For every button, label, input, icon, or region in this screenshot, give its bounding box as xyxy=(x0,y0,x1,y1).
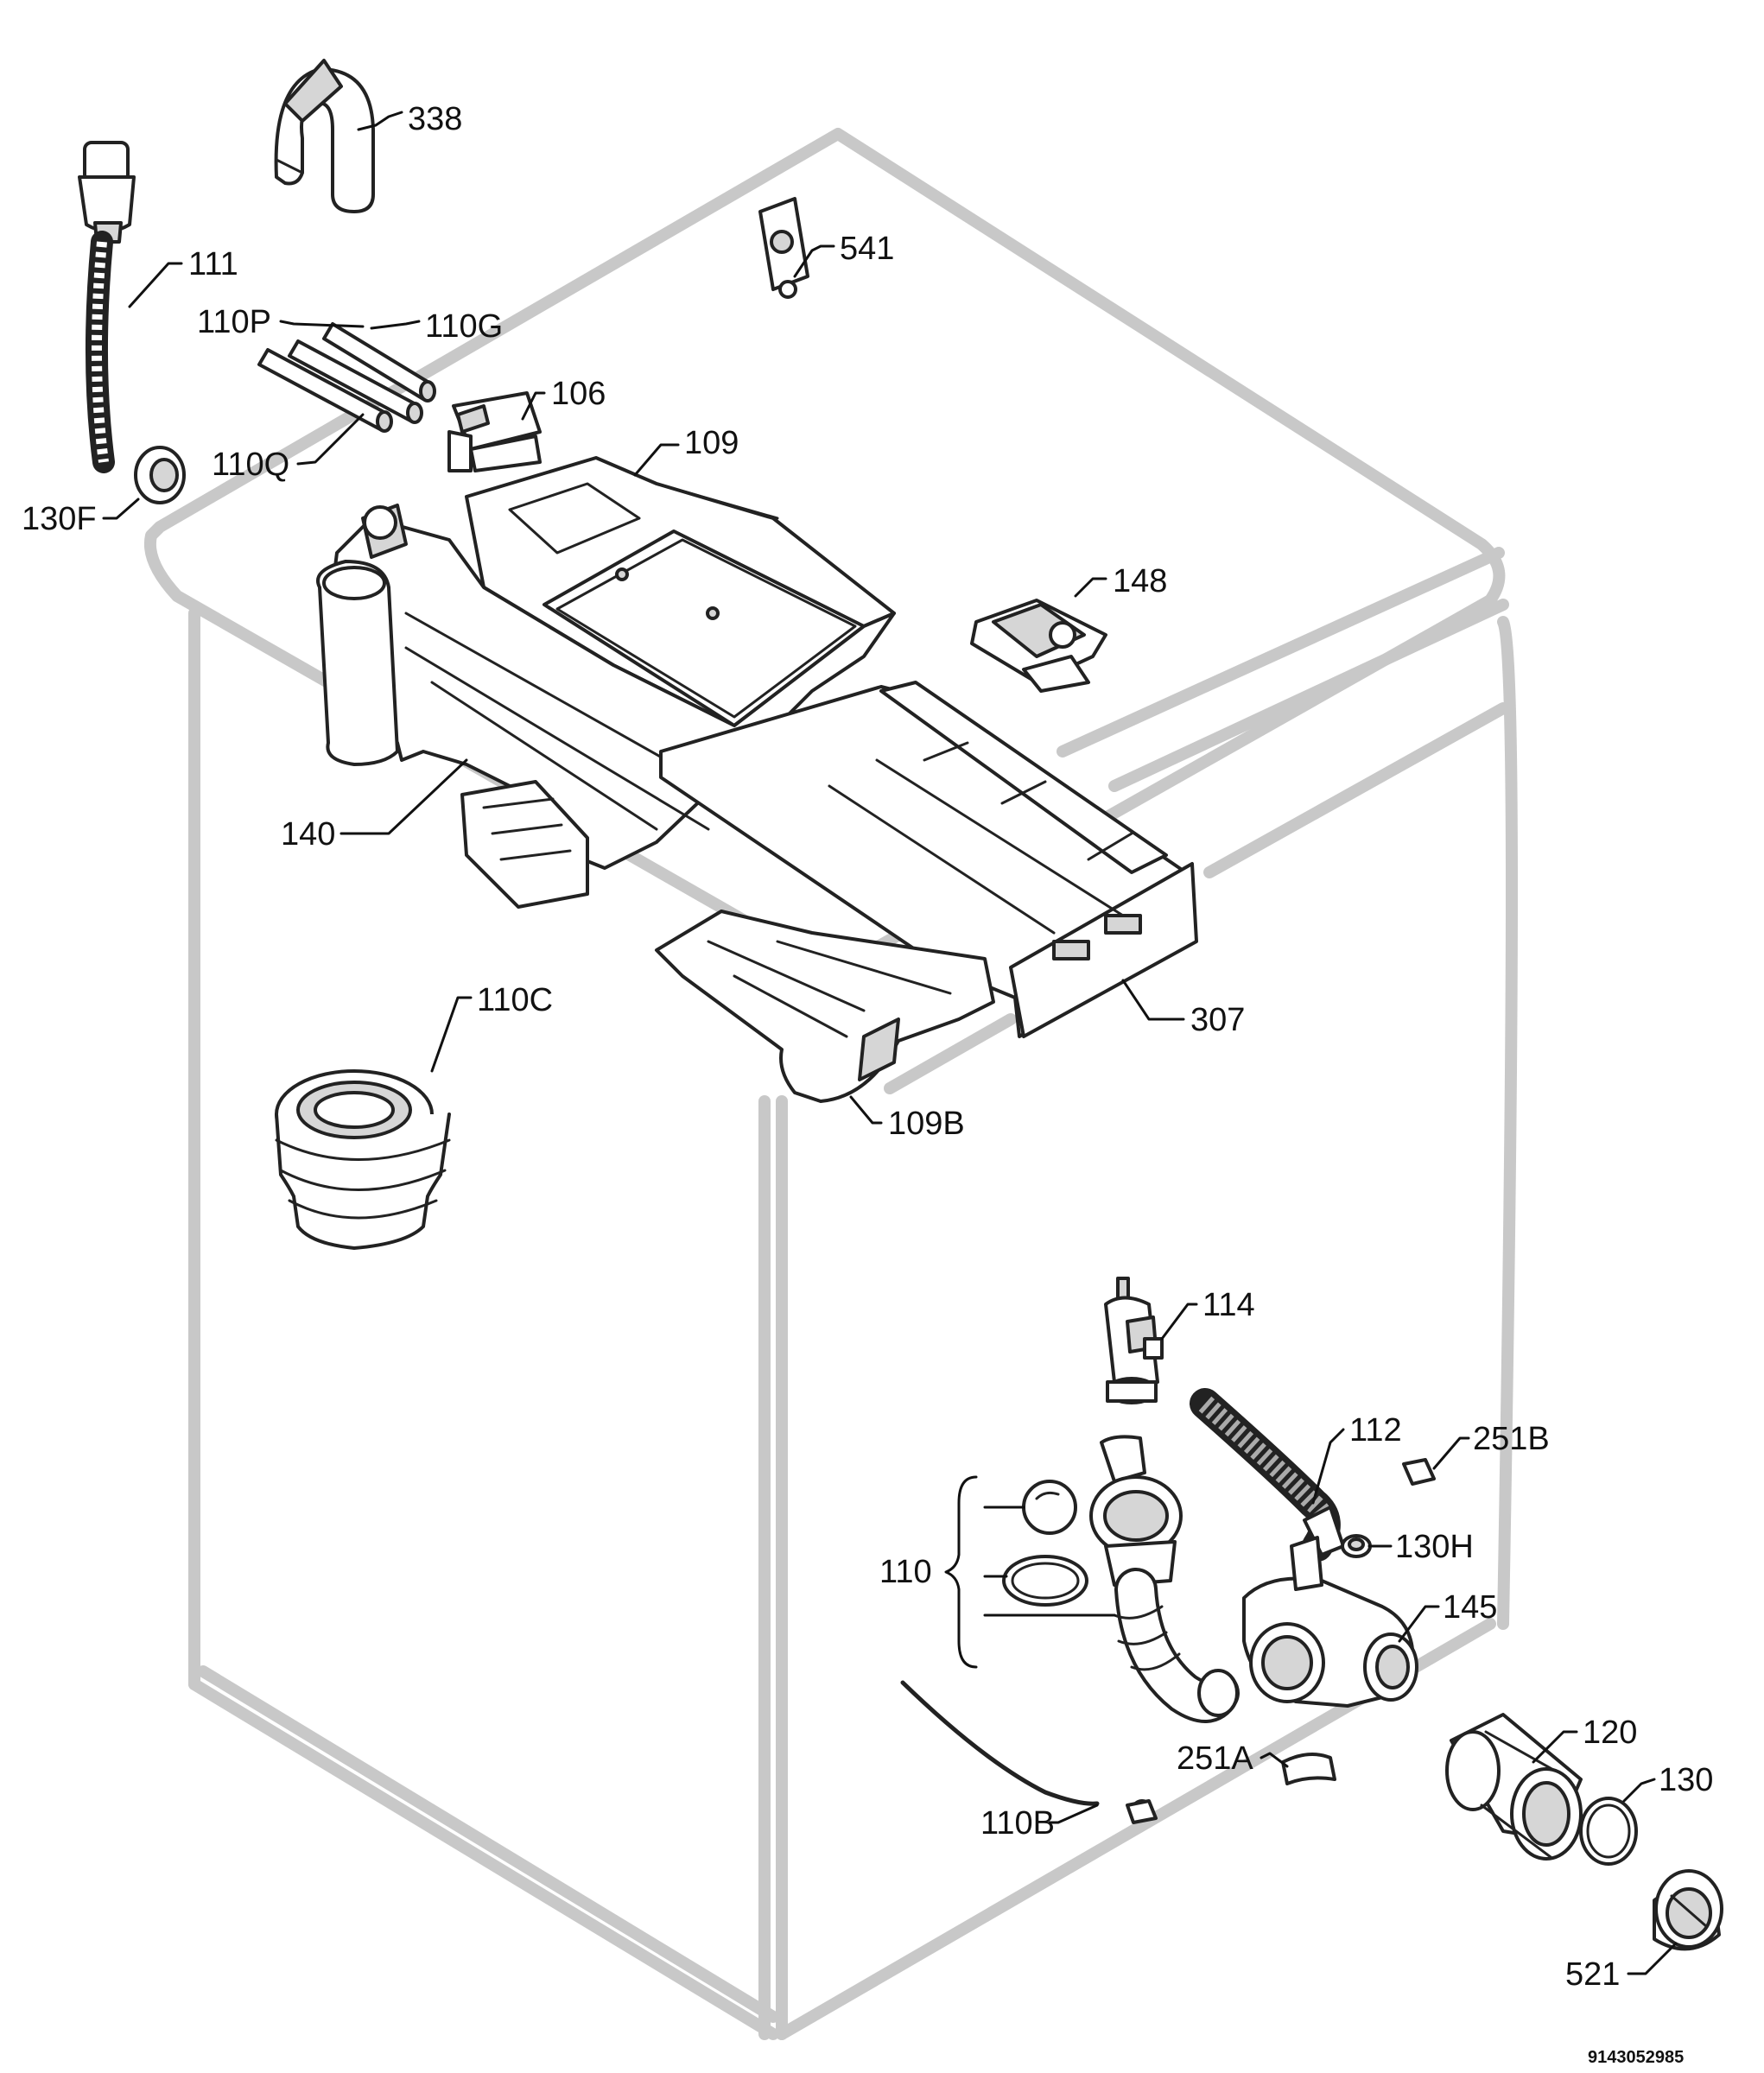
clip-541 xyxy=(758,197,809,299)
label-110Q: 110Q xyxy=(212,447,289,483)
label-307: 307 xyxy=(1190,1002,1245,1038)
air-chamber-114 xyxy=(1104,1277,1164,1404)
pump-housing-145 xyxy=(1242,1536,1418,1708)
tubes-110P-110G-110Q xyxy=(257,322,436,433)
cap-130F xyxy=(134,446,186,504)
leader-lines xyxy=(102,111,1678,1975)
label-521: 521 xyxy=(1565,1956,1620,1993)
label-251B: 251B xyxy=(1473,1421,1550,1457)
label-111: 111 xyxy=(188,246,238,282)
label-110P: 110P xyxy=(197,304,271,340)
reference-number: 9143052985 xyxy=(1588,2048,1684,2067)
label-145: 145 xyxy=(1443,1589,1497,1626)
label-140: 140 xyxy=(281,816,335,853)
label-109: 109 xyxy=(684,425,739,461)
label-114: 114 xyxy=(1202,1287,1255,1323)
hose-hook-338 xyxy=(274,59,375,213)
label-338: 338 xyxy=(408,101,462,137)
part-labels: 338 541 111 110P 110G 106 110Q 109 130F … xyxy=(22,101,1713,2067)
bracket-148 xyxy=(970,599,1107,693)
clip-251B xyxy=(1402,1458,1436,1486)
label-110G: 110G xyxy=(425,308,503,345)
valve-106 xyxy=(447,391,542,472)
label-148: 148 xyxy=(1113,563,1167,599)
label-110: 110 xyxy=(879,1554,932,1590)
label-110B: 110B xyxy=(980,1805,1055,1842)
label-110C: 110C xyxy=(477,982,553,1018)
label-109B: 109B xyxy=(888,1106,965,1142)
sump-hose-group-110 xyxy=(1002,1435,1240,1723)
label-112: 112 xyxy=(1349,1412,1402,1449)
filter-120 xyxy=(1445,1713,1583,1861)
channel-109B xyxy=(655,910,995,1103)
label-130H: 130H xyxy=(1395,1529,1474,1565)
cap-521 xyxy=(1653,1869,1723,1951)
inlet-hose-111 xyxy=(78,141,136,473)
label-120: 120 xyxy=(1583,1715,1637,1751)
wedge-251A xyxy=(1281,1753,1336,1785)
wire-110B xyxy=(900,1680,1158,1824)
label-106: 106 xyxy=(551,376,606,412)
dispenser-housing-140 xyxy=(316,504,896,909)
o-ring-130 xyxy=(1579,1797,1638,1866)
hose-112 xyxy=(1190,1388,1345,1562)
cabinet-outline xyxy=(143,128,1518,2040)
label-130F: 130F xyxy=(22,501,97,537)
label-130: 130 xyxy=(1659,1762,1713,1798)
bellows-110C xyxy=(275,1069,451,1250)
dispenser-drawer-307 xyxy=(659,681,1198,1038)
label-541: 541 xyxy=(840,231,894,267)
label-251A: 251A xyxy=(1177,1740,1253,1777)
grommet-130H xyxy=(1341,1534,1372,1558)
